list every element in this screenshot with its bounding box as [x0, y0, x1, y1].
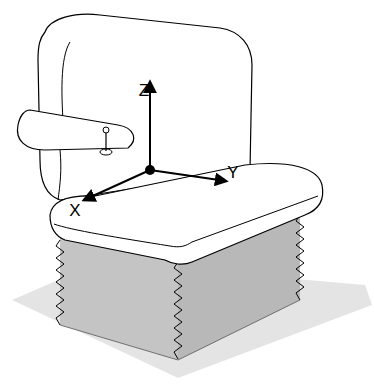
axis-label: X — [69, 202, 80, 219]
joystick-knob — [103, 127, 109, 133]
joystick-stick — [105, 133, 106, 151]
bellows-fold — [296, 215, 304, 300]
bellows-fold — [56, 240, 64, 325]
y-axis — [150, 170, 226, 181]
armrest-support — [58, 150, 61, 200]
axis-label: Y — [227, 164, 238, 181]
axis-label: Z — [139, 82, 149, 99]
x-axis — [84, 170, 150, 200]
axis-origin — [145, 165, 155, 175]
bellows-fold — [174, 262, 182, 359]
armrest — [17, 110, 133, 150]
z-axis — [149, 82, 151, 170]
seat-cushion — [50, 164, 323, 265]
base-bottom-edge — [60, 300, 300, 360]
seat-front-edge — [54, 196, 318, 247]
